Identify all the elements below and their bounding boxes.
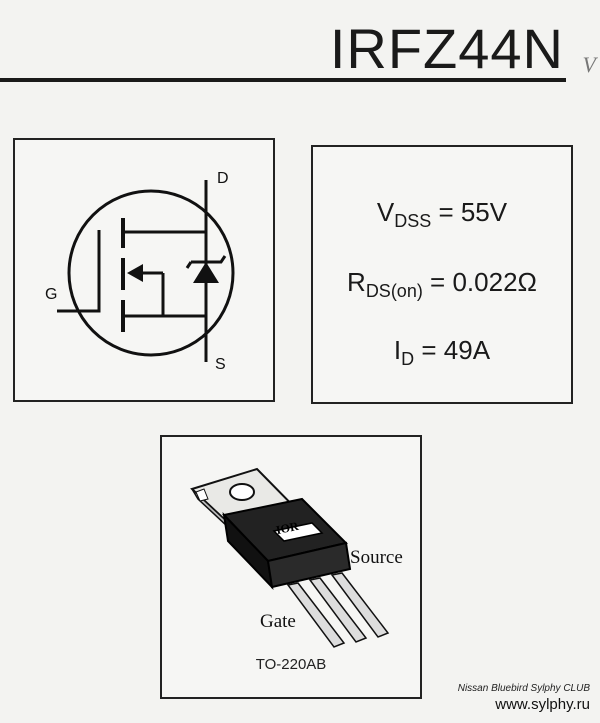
spec-id: ID = 49A bbox=[393, 335, 491, 369]
package-name: TO-220AB bbox=[255, 656, 327, 673]
key-specs-panel: VDSS = 55V RDS(on) = 0.022Ω ID = 49A bbox=[311, 145, 573, 404]
source-label: S bbox=[215, 356, 226, 373]
source-pin-label: Source bbox=[350, 547, 403, 568]
schematic-symbol-panel: D G S bbox=[13, 138, 275, 402]
footer-url[interactable]: www.sylphy.ru bbox=[495, 696, 590, 713]
package-panel: IOR Source Gate TO-220AB bbox=[160, 435, 422, 699]
gate-pin-label: Gate bbox=[260, 611, 296, 632]
spec-rdson: RDS(on) = 0.022Ω bbox=[347, 267, 537, 301]
margin-mark: V bbox=[582, 52, 596, 77]
page-title: IRFZ44N bbox=[329, 17, 564, 80]
gate-label: G bbox=[45, 286, 58, 303]
spec-vdss: VDSS = 55V bbox=[376, 197, 508, 231]
drain-label: D bbox=[217, 170, 229, 187]
to220-package-icon bbox=[190, 467, 390, 648]
footer-club: Nissan Bluebird Sylphy CLUB bbox=[457, 683, 590, 694]
mosfet-symbol-icon bbox=[57, 180, 235, 362]
title-rule bbox=[0, 78, 566, 82]
